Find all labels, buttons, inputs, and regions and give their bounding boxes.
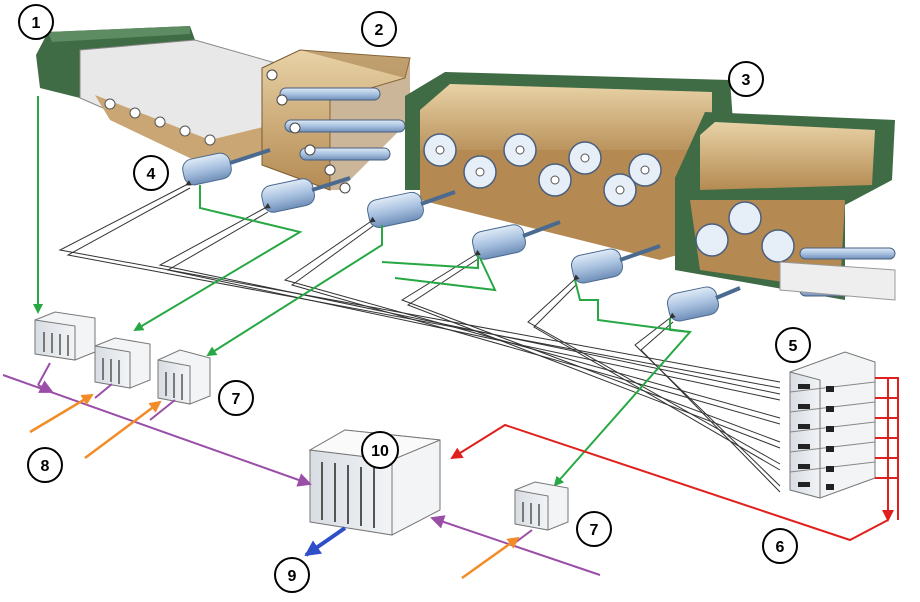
- callout-1-label: 1: [32, 15, 41, 32]
- callout-7-upper: 7: [218, 380, 254, 416]
- callout-7-upper-label: 7: [232, 391, 241, 408]
- callout-8-label: 8: [41, 458, 50, 475]
- callout-3-label: 3: [742, 72, 751, 89]
- dryer-section-2: [675, 112, 896, 301]
- central-control-computer: [308, 429, 441, 536]
- callout-9-label: 9: [288, 568, 297, 585]
- callout-5-label: 5: [789, 338, 798, 355]
- blue-output-arrow: [304, 526, 347, 557]
- callout-9: 9: [274, 557, 310, 593]
- callout-4: 4: [133, 155, 169, 191]
- callout-2: 2: [361, 11, 397, 47]
- callouts: 1 2 3 4 5 6 7 7: [18, 4, 811, 593]
- red-bus-lines: [450, 377, 899, 542]
- callout-6: 6: [762, 528, 798, 564]
- drive-motors: [182, 148, 741, 322]
- callout-10-label: 10: [371, 443, 389, 460]
- signal-lines: [58, 180, 781, 493]
- controller-cabinet-4: [514, 481, 569, 531]
- orange-input-arrows: [29, 393, 520, 580]
- callout-5: 5: [775, 327, 811, 363]
- callout-3: 3: [728, 61, 764, 97]
- controller-cabinet-3: [157, 349, 211, 405]
- dryer-section-1: [405, 72, 735, 260]
- callout-7-lower: 7: [576, 511, 612, 547]
- callout-2-label: 2: [375, 22, 384, 39]
- controller-cabinet-2: [94, 337, 151, 389]
- callout-4-label: 4: [147, 166, 156, 183]
- forming-section: [36, 26, 301, 170]
- press-section: [261, 49, 411, 194]
- callout-8: 8: [27, 447, 63, 483]
- callout-7-lower-label: 7: [590, 522, 599, 539]
- callout-10: 10: [361, 431, 399, 469]
- controller-cabinet-1: [34, 311, 96, 361]
- callout-6-label: 6: [776, 539, 785, 556]
- drive-cabinet: [789, 351, 876, 499]
- callout-1: 1: [18, 4, 54, 40]
- green-control-lines: [33, 96, 692, 487]
